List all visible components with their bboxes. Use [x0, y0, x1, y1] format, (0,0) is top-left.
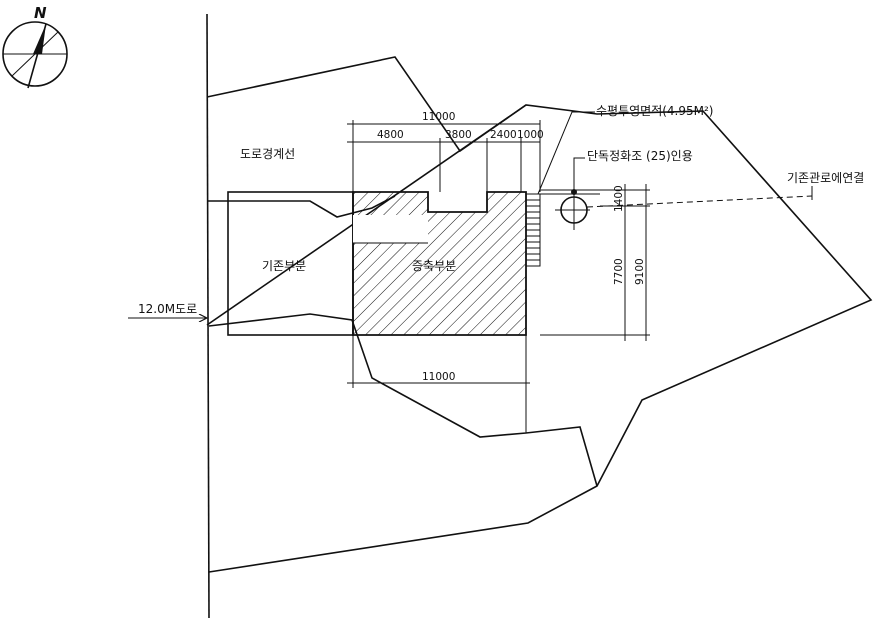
existing-wall-line [207, 195, 396, 218]
top-dimensions [347, 120, 541, 192]
existing-sewer-label: 기존관로에연결 [787, 171, 864, 185]
right-dimensions [540, 184, 650, 341]
north-label: N [34, 4, 47, 22]
dim-seg-4: 1000 [517, 129, 544, 141]
horizontal-projection-label: 수평투영면적(4.95M²) [596, 104, 714, 118]
road-boundary-line [206, 13, 210, 619]
dim-total-bottom: 11000 [422, 371, 455, 383]
road-boundary-label: 도로경계선 [240, 147, 295, 161]
existing-wall-line-lower [208, 313, 598, 487]
lot-boundary [206, 56, 873, 573]
dim-right-1: 1400 [613, 185, 625, 212]
sewer-connection-line [586, 195, 813, 208]
dim-seg-2: 3800 [445, 129, 472, 141]
dim-right-2: 7700 [613, 258, 625, 285]
existing-part-label: 기존부분 [262, 259, 306, 273]
road-label: 12.0M도로 [138, 302, 197, 316]
extension-part-label: 증축부분 [412, 259, 456, 273]
stair [525, 193, 541, 267]
north-arrow-icon: N [2, 4, 68, 89]
septic-tank-label: 단독정화조 (25)인용 [587, 149, 693, 163]
dim-seg-3: 2400 [490, 129, 517, 141]
dim-seg-1: 4800 [377, 129, 404, 141]
dim-total-top: 11000 [422, 111, 455, 123]
dim-right-3: 9100 [634, 258, 646, 285]
